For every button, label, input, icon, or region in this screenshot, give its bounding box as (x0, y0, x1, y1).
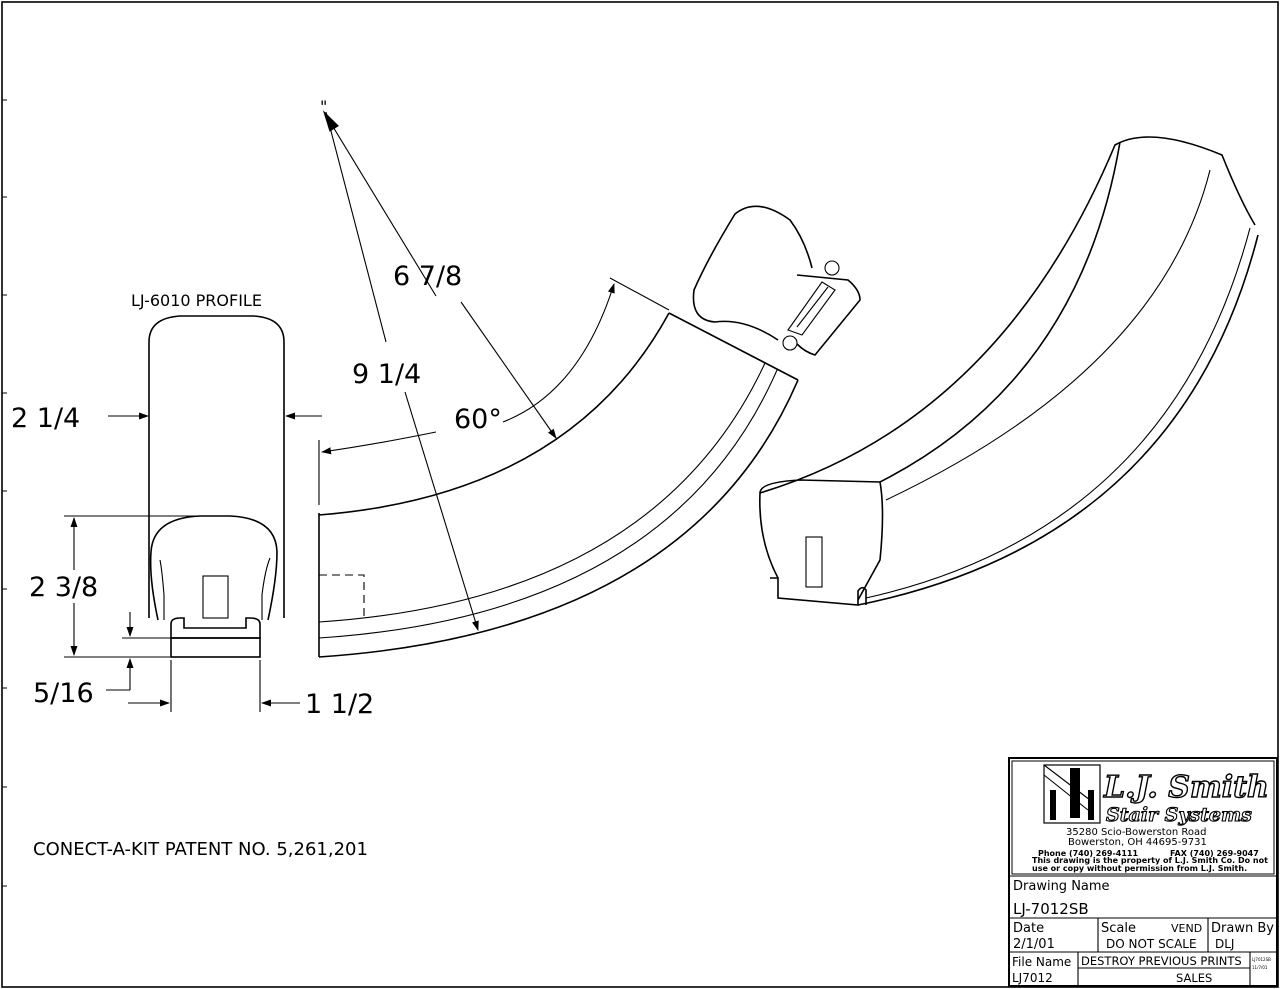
revision-date: 11/7/01 (1252, 965, 1268, 970)
notice-line-1: This drawing is the property of L.J. Smi… (1032, 856, 1268, 865)
notice-line-2: use or copy without permission from L.J.… (1032, 864, 1247, 873)
destroy-note: DESTROY PREVIOUS PRINTS (1081, 954, 1242, 968)
radius-mark: " (320, 97, 327, 116)
dim-angle: 60° (454, 404, 502, 435)
title-block: L.J. Smith Stair Systems 35280 Scio-Bowe… (1008, 757, 1278, 987)
profile-base (170, 637, 261, 658)
fax: FAX (740) 269-9047 (1170, 849, 1259, 858)
revision-code: LJ7012SB (1252, 957, 1271, 962)
scale-value: DO NOT SCALE (1106, 937, 1197, 951)
date-label: Date (1013, 921, 1044, 936)
iso-view (759, 136, 1259, 606)
drawing-name-label: Drawing Name (1013, 879, 1110, 894)
profile-title: LJ-6010 PROFILE (131, 291, 262, 310)
profile-rail-shape (149, 515, 278, 621)
file-name: LJ7012 (1012, 971, 1053, 985)
sales-label: SALES (1176, 971, 1212, 985)
scale-label: Scale (1101, 921, 1136, 936)
address-line-1: 35280 Scio-Bowerston Road (1066, 827, 1206, 838)
profile-view: LJ-6010 PROFILE 2 1/4 2 3/8 5/16 1 1/2 (11, 291, 374, 720)
scale-vendor: VEND (1171, 922, 1202, 935)
patent-note: CONECT-A-KIT PATENT NO. 5,261,201 (33, 839, 368, 860)
dim-chord-short: 6 7/8 (393, 261, 462, 292)
drawn-by: DLJ (1215, 937, 1234, 951)
drawing-name: LJ-7012SB (1013, 900, 1089, 918)
phone: Phone (740) 269-4111 (1038, 849, 1138, 858)
profile-rail-upper (148, 315, 285, 618)
dim-chord-long: 9 1/4 (352, 359, 421, 390)
dim-plow: 5/16 (33, 678, 94, 709)
dim-height: 2 3/8 (29, 572, 98, 603)
company-division: Stair Systems (1106, 804, 1252, 826)
plan-view: 60° 6 7/8 9 1/4 " (318, 97, 799, 658)
file-name-label: File Name (1012, 955, 1071, 969)
profile-fillet (202, 575, 229, 619)
address-line-2: Bowerston, OH 44695-9731 (1068, 837, 1207, 848)
date-value: 2/1/01 (1013, 937, 1055, 952)
profile-plow (170, 617, 261, 639)
company-name: L.J. Smith (1103, 770, 1269, 805)
dim-width-top: 2 1/4 (11, 403, 80, 434)
drawn-by-label: Drawn By (1211, 921, 1274, 936)
dim-base: 1 1/2 (305, 689, 374, 720)
company-logo-icon (1043, 764, 1101, 824)
end-profile-view (692, 205, 861, 356)
